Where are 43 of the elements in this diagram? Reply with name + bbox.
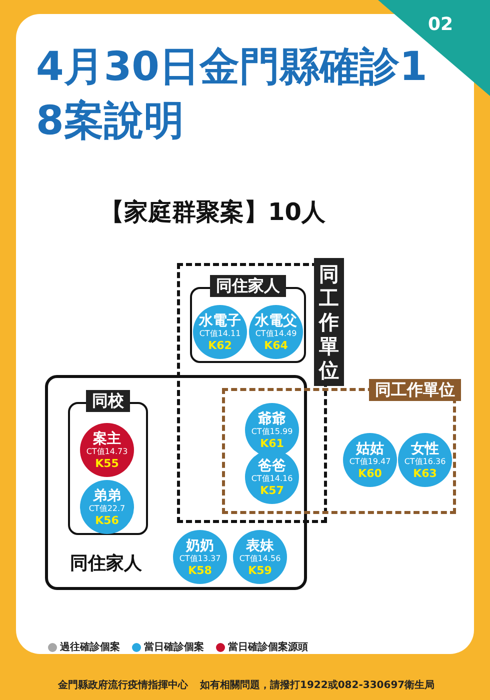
legend-text: 當日確診個案源頭 [228,640,308,654]
case-name: 弟弟 [93,488,121,504]
group-title: 同工作單位 [314,258,344,386]
case-name: 水電子 [199,312,241,328]
page-number: 02 [428,14,454,35]
case-name: 表妹 [246,538,274,554]
case-number: K63 [413,466,437,480]
case-number: K58 [188,564,212,576]
case-number: K59 [248,564,272,576]
case-number: K64 [264,338,288,352]
group-title: 同住家人 [70,552,142,575]
subtitle: 【家庭群聚案】10人 [100,197,326,228]
case-name: 案主 [93,430,121,446]
case-number: K61 [260,436,284,450]
footer-text: 如有相關問題，請撥打1922或082-330697衛生局 [200,678,435,692]
ct-value: CT值13.37 [179,554,221,564]
case-name: 爸爸 [258,458,286,474]
footer-text: 金門縣政府流行疫情指揮中心 [58,678,188,692]
title: 4月30日金門縣確診18案說明 [36,43,428,146]
group-title: 同住家人 [210,275,286,297]
case-number: K55 [95,456,119,470]
case-number: K62 [208,338,232,352]
ct-value: CT值19.47 [349,456,391,466]
case-number: K56 [95,514,119,526]
ct-value: CT值14.49 [255,328,297,338]
case-name: 姑姑 [356,440,384,456]
ct-value: CT值14.16 [251,474,293,484]
case-name: 奶奶 [186,538,214,554]
case-name: 水電父 [255,312,297,328]
ct-value: CT值16.36 [404,456,446,466]
ct-value: CT值14.11 [199,328,241,338]
ct-value: CT值14.56 [239,554,281,564]
group-title: 同工作單位 [369,379,461,401]
case-name: 女性 [411,440,439,456]
case-name: 爺爺 [258,410,286,426]
ct-value: CT值15.99 [251,426,293,436]
case-number: K60 [358,466,382,480]
legend-text: 過往確診個案 [60,640,120,654]
ct-value: CT值14.73 [86,446,128,456]
case-number: K57 [260,484,284,496]
ct-value: CT值22.7 [88,504,126,514]
legend-text: 當日確診個案 [144,640,204,654]
group-title: 同校 [86,390,130,412]
